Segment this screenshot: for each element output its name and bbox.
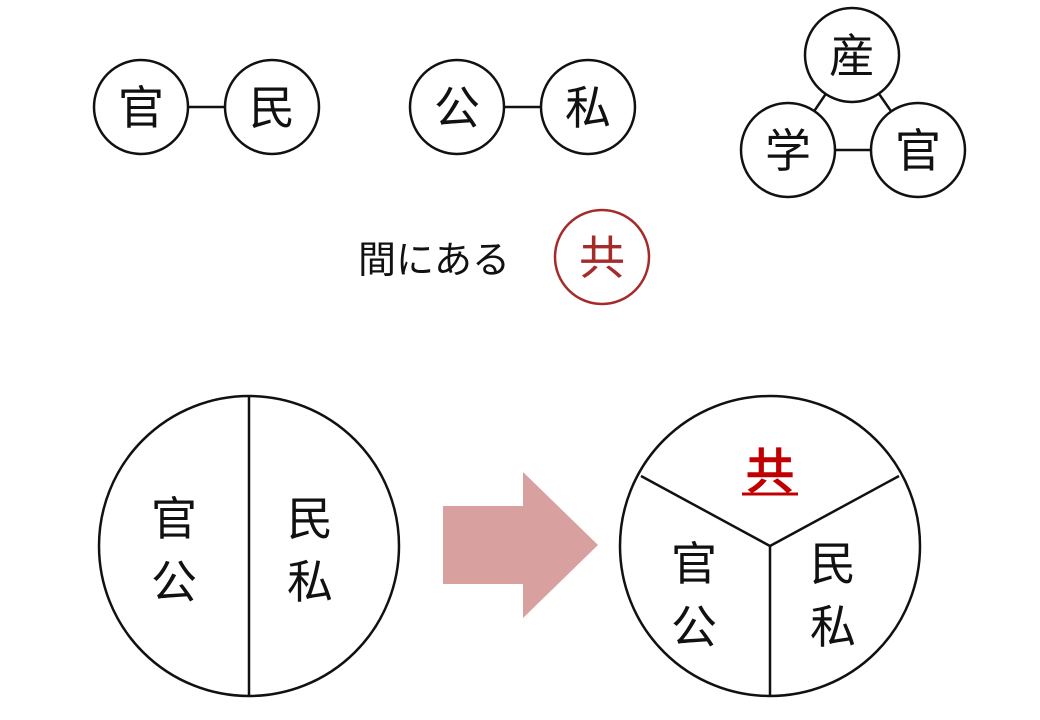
right-arrow-icon [443,472,598,618]
circle-min [223,58,321,156]
circle-shi [539,58,637,156]
label-ko: 公 [151,555,197,609]
label-kyo: 共 [579,231,625,285]
label-shi: 私 [810,600,856,654]
label-san: 産 [829,29,875,83]
pair-kan-min: 官 民 [92,58,321,156]
circle-ko [408,58,506,156]
label-kyo-emphasis: 共 [746,444,794,500]
split-circle-right: 共 官 公 民 私 [618,394,922,698]
circle-kan [92,58,190,156]
split-circle-left: 官 公 民 私 [97,394,401,698]
label-kan: 官 [895,124,941,178]
label-ko: 公 [671,600,717,654]
divider-line [769,474,900,548]
circle-kan [869,101,967,199]
label-kan: 官 [151,492,197,546]
label-min: 民 [249,81,295,135]
middle-label: 間にある [358,238,510,282]
label-kan: 官 [671,537,717,591]
label-min: 民 [287,492,333,546]
triad-sangakukan: 産 学 官 [739,6,967,199]
circle-kyo [553,208,651,306]
circle-gaku [739,101,837,199]
label-min: 民 [810,537,856,591]
label-ko: 公 [434,81,480,135]
label-kan: 官 [118,81,164,135]
divider-line [640,474,771,548]
pair-ko-shi: 公 私 [408,58,637,156]
circle-san [803,6,901,104]
label-gaku: 学 [765,124,811,178]
label-shi: 私 [565,81,611,135]
label-shi: 私 [287,555,333,609]
